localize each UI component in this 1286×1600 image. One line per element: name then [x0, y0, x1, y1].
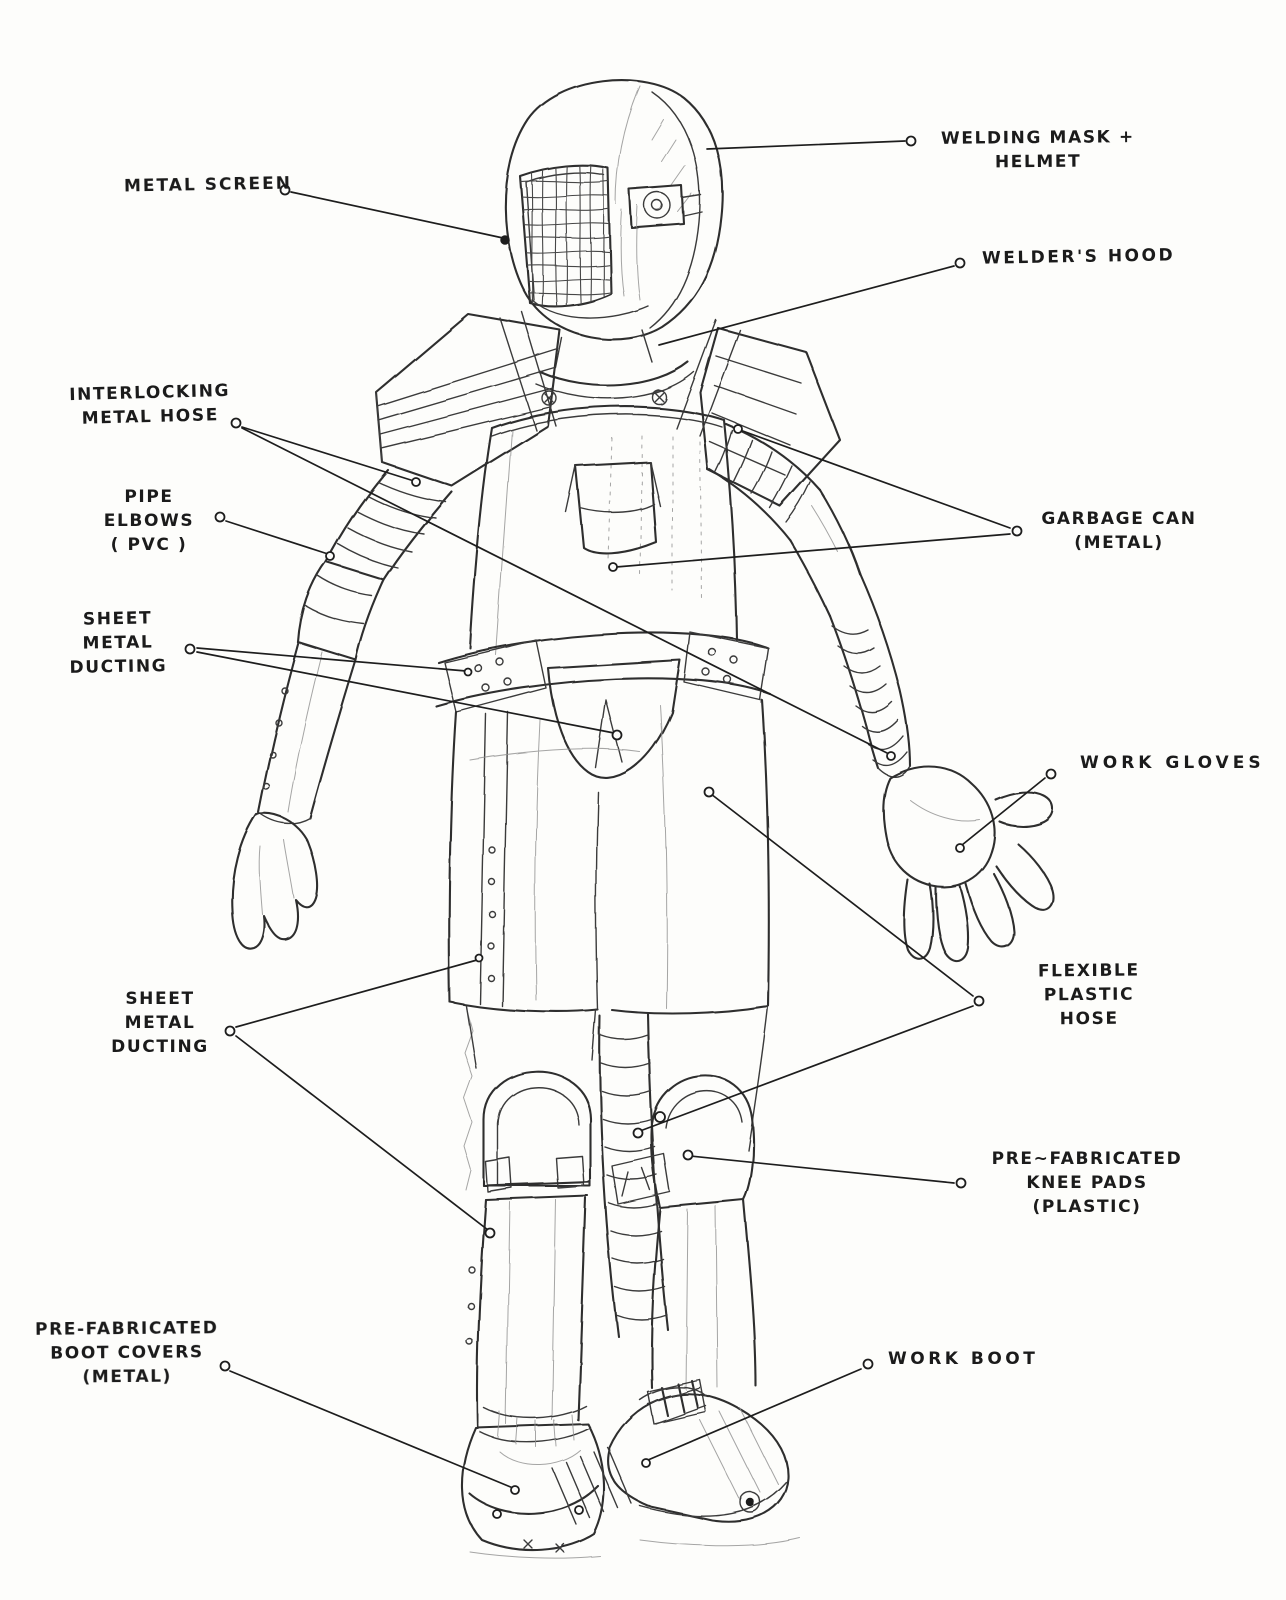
leader-knee-pads — [689, 1155, 955, 1184]
figure-boot-cover-left — [461, 1405, 606, 1552]
figure-arm-left — [230, 468, 454, 950]
marker-welding-mask — [905, 135, 917, 147]
leader-welders-hood — [658, 265, 955, 346]
leader-flexible-hose-b — [639, 1005, 974, 1132]
label-flexible-plastic-hose: FLEXIBLE PLASTIC HOSE — [1037, 960, 1140, 1029]
figure-helmet — [504, 79, 724, 400]
figure-drawing — [230, 79, 1055, 1559]
label-work-boot: WORK BOOT — [888, 1349, 1039, 1369]
figure-torso — [468, 311, 741, 656]
figure-belt — [434, 631, 772, 779]
leader-pipe-elbows — [225, 520, 329, 555]
label-sheet-metal-ducting-upper: SHEET METAL DUCTING — [69, 608, 168, 678]
leader-ducting-upper-a — [196, 647, 467, 672]
figure-skirt — [448, 698, 770, 1015]
leader-flexible-hose-a — [710, 793, 974, 997]
metal-screen-mesh — [520, 165, 611, 307]
leader-work-gloves — [961, 777, 1046, 846]
label-metal-screen: METAL SCREEN — [123, 173, 293, 197]
label-work-gloves: WORK GLOVES — [1080, 753, 1265, 773]
figure-leg-left — [461, 1005, 606, 1552]
label-interlocking-metal-hose: INTERLOCKING METAL HOSE — [68, 380, 231, 429]
figure-shoulders — [374, 312, 842, 508]
figure-work-boot-right — [607, 1386, 790, 1523]
label-sheet-metal-ducting-lower: SHEET METAL DUCTING — [111, 989, 209, 1057]
leader-interlocking-hose-b — [241, 427, 890, 755]
leader-welding-mask — [706, 140, 906, 150]
leader-boot-covers — [229, 1370, 514, 1489]
leader-ducting-lower-b — [235, 1035, 489, 1231]
leader-garbage-can-a — [739, 429, 1011, 529]
leader-metal-screen — [290, 191, 504, 239]
label-welders-hood: WELDER'S HOOD — [981, 245, 1176, 269]
label-pipe-elbows: PIPE ELBOWS ( PVC ) — [103, 487, 195, 555]
label-garbage-can: GARBAGE CAN (METAL) — [1041, 509, 1197, 553]
leader-ducting-lower-a — [235, 959, 478, 1028]
helmet-side-knob — [628, 184, 703, 230]
leader-ducting-upper-b — [196, 651, 615, 734]
leader-work-boot — [647, 1368, 862, 1461]
label-welding-mask-helmet: WELDING MASK + HELMET — [940, 127, 1135, 173]
leader-interlocking-hose-a — [241, 426, 415, 482]
figure-ground-marks — [469, 1537, 801, 1559]
figure-arm-right — [708, 422, 1055, 963]
figure-leg-right — [551, 1005, 790, 1525]
label-knee-pads: PRE~FABRICATED KNEE PADS (PLASTIC) — [991, 1149, 1183, 1217]
leader-garbage-can-b — [615, 533, 1011, 568]
label-boot-covers: PRE-FABRICATED BOOT COVERS (METAL) — [34, 1318, 219, 1387]
leader-lines — [184, 135, 1057, 1495]
